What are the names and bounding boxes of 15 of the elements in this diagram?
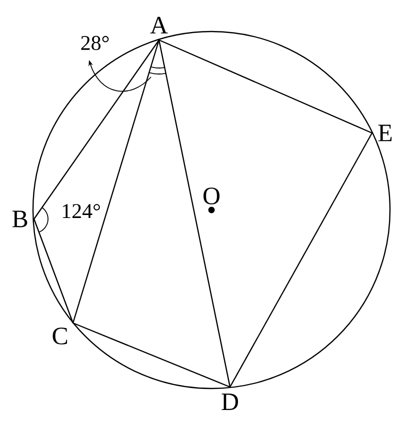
angle-label: 28°	[81, 36, 109, 50]
point-label: A	[150, 16, 168, 34]
segment	[72, 322, 230, 388]
point-label: D	[222, 394, 238, 410]
segment	[158, 39, 372, 134]
angle-label: 124°	[62, 204, 100, 218]
segment	[34, 40, 160, 220]
segment	[229, 132, 373, 388]
point-label: O	[204, 188, 220, 204]
point-label: B	[12, 210, 28, 228]
point-label: C	[52, 328, 68, 344]
segment	[72, 40, 160, 324]
segment	[33, 218, 74, 324]
segment	[158, 40, 231, 388]
point-label: E	[378, 124, 392, 142]
